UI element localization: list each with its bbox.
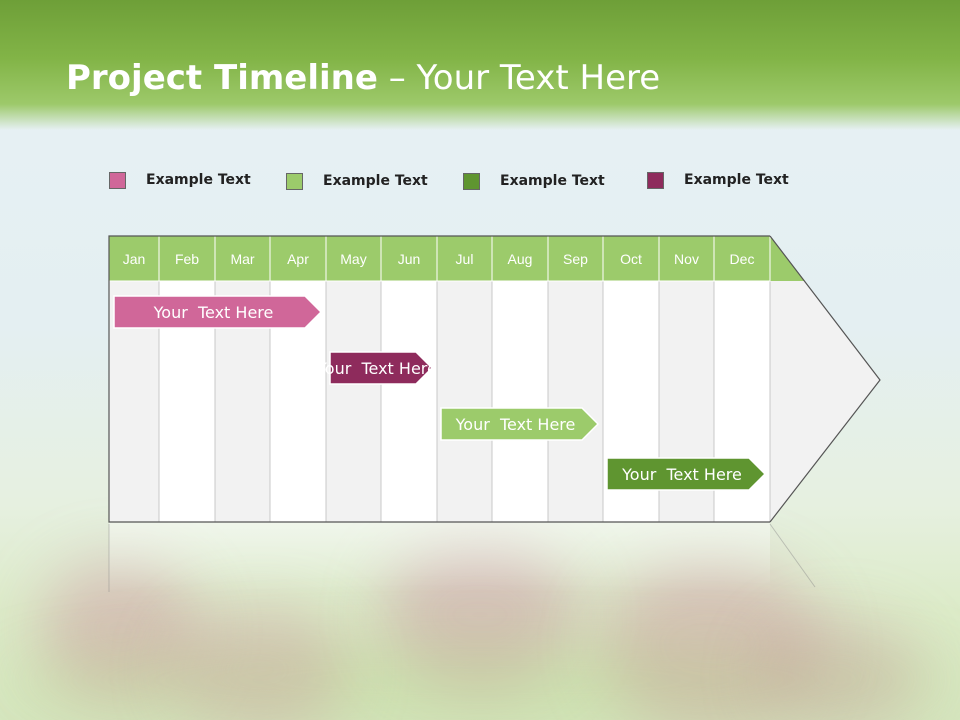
- task-label: Your Text Here: [316, 359, 437, 378]
- month-column-aug: [491, 280, 549, 523]
- legend-item-1: Example Text: [109, 170, 251, 190]
- legend-swatch: [109, 171, 126, 189]
- task-arrow-shape: [606, 457, 767, 491]
- legend-swatch: [463, 172, 480, 190]
- month-label-feb: Feb: [175, 251, 199, 267]
- arrow-tip-fill: [770, 236, 880, 522]
- arrow-outline: [769, 235, 881, 523]
- task-label: Your Text Here: [455, 415, 576, 434]
- month-label-sep: Sep: [563, 251, 588, 267]
- legend-label: Example Text: [684, 172, 789, 188]
- month-column-may: [325, 280, 382, 523]
- task-bar-2: Your Text Here: [316, 351, 437, 385]
- month-header-row: Jan Feb Mar Apr May Jun Jul Aug Sep Oct Nov Dec: [108, 235, 805, 282]
- month-header-cell: [214, 235, 271, 282]
- header-band: [0, 0, 960, 130]
- legend-item-2: Example Text: [286, 171, 428, 191]
- page-title: Project Timeline – Your Text Here: [66, 58, 660, 98]
- timeline-reflection: [108, 522, 816, 592]
- legend-label: Example Text: [500, 173, 605, 189]
- month-label-may: May: [340, 251, 366, 267]
- legend-item-3: Example Text: [463, 171, 605, 191]
- task-arrow-shape: [440, 407, 600, 441]
- legend-swatch: [286, 172, 303, 190]
- month-header-cell: [269, 235, 327, 282]
- month-label-jul: Jul: [456, 251, 474, 267]
- legend-label: Example Text: [323, 173, 428, 189]
- month-column-jun: [380, 280, 438, 523]
- month-label-jan: Jan: [123, 251, 146, 267]
- reflection-fade: [109, 522, 770, 592]
- legend-swatch: [647, 171, 664, 189]
- legend-item-4: Example Text: [647, 170, 789, 190]
- task-label: Your Text Here: [153, 303, 274, 322]
- month-header-cell: [713, 235, 771, 282]
- task-bar-1: Your Text Here: [113, 295, 323, 329]
- reflection-edge-diagonal: [769, 523, 816, 588]
- month-header-cell: [325, 235, 382, 282]
- timeline-frame: [108, 235, 881, 523]
- month-label-oct: Oct: [620, 251, 642, 267]
- task-label: Your Text Here: [621, 465, 742, 484]
- month-header-cell: [108, 235, 160, 282]
- month-header-cell: [658, 235, 715, 282]
- title-bold: Project Timeline: [66, 58, 378, 98]
- month-column-sep: [547, 280, 604, 523]
- task-bar-4: Your Text Here: [606, 457, 767, 491]
- month-label-jun: Jun: [398, 251, 421, 267]
- legend-label: Example Text: [146, 172, 251, 188]
- month-label-apr: Apr: [287, 251, 309, 267]
- month-header-cell: [602, 235, 660, 282]
- month-label-mar: Mar: [230, 251, 254, 267]
- timeline-border: [108, 235, 770, 523]
- task-bar-3: Your Text Here: [440, 407, 600, 441]
- task-arrow-shape: [329, 351, 434, 385]
- title-rest: – Your Text Here: [377, 58, 661, 98]
- month-label-nov: Nov: [674, 251, 699, 267]
- month-column-jul: [436, 280, 493, 523]
- month-label-aug: Aug: [508, 251, 533, 267]
- task-arrow-shape: [113, 295, 323, 329]
- month-label-dec: Dec: [730, 251, 755, 267]
